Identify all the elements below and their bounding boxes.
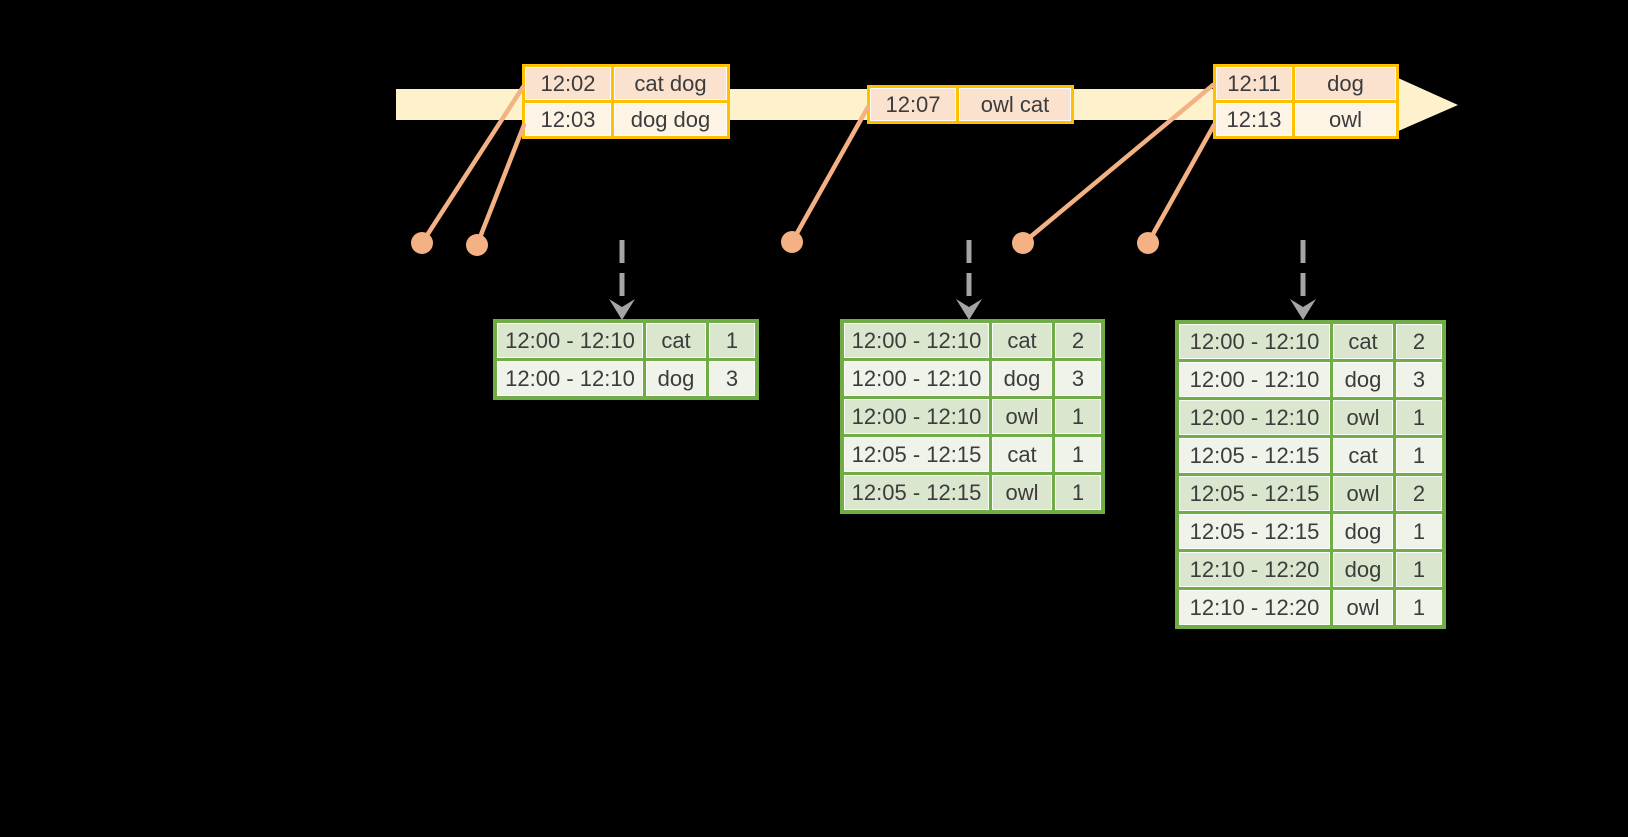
result-word-cell: dog [646, 361, 706, 396]
result-count-cell: 1 [1396, 590, 1442, 625]
event-dot-icon [1012, 232, 1034, 254]
result-count-cell: 1 [1396, 438, 1442, 473]
event-words-cell: dog [1295, 67, 1396, 100]
result-word-cell: dog [1333, 362, 1393, 397]
event-dot-icon [466, 234, 488, 256]
result-word-cell: owl [992, 399, 1052, 434]
result-window-cell: 12:10 - 12:20 [1179, 552, 1330, 587]
result-word-cell: owl [992, 475, 1052, 510]
result-table-3: 12:00 - 12:10 cat 2 12:00 - 12:10 dog 3 … [1175, 320, 1446, 629]
result-window-cell: 12:05 - 12:15 [844, 475, 989, 510]
result-word-cell: dog [1333, 552, 1393, 587]
result-word-cell: cat [992, 323, 1052, 358]
event-time-cell: 12:11 [1216, 67, 1292, 100]
result-word-cell: cat [992, 437, 1052, 472]
result-window-cell: 12:05 - 12:15 [1179, 476, 1330, 511]
event-table-3: 12:11 dog 12:13 owl [1213, 64, 1399, 139]
result-window-cell: 12:00 - 12:10 [497, 361, 643, 396]
result-word-cell: owl [1333, 476, 1393, 511]
result-count-cell: 2 [1055, 323, 1101, 358]
result-count-cell: 3 [1396, 362, 1442, 397]
result-table-1: 12:00 - 12:10 cat 1 12:00 - 12:10 dog 3 [493, 319, 759, 400]
result-window-cell: 12:10 - 12:20 [1179, 590, 1330, 625]
result-count-cell: 1 [1055, 475, 1101, 510]
result-count-cell: 2 [1396, 324, 1442, 359]
result-window-cell: 12:00 - 12:10 [844, 323, 989, 358]
event-dots [411, 231, 1159, 256]
result-count-cell: 1 [1396, 552, 1442, 587]
timeline-arrowhead-icon [1396, 77, 1458, 132]
result-count-cell: 1 [1396, 400, 1442, 435]
result-window-cell: 12:00 - 12:10 [1179, 324, 1330, 359]
trigger-arrow-shafts [619, 240, 1306, 301]
result-table-2: 12:00 - 12:10 cat 2 12:00 - 12:10 dog 3 … [840, 319, 1105, 514]
result-count-cell: 1 [1055, 437, 1101, 472]
result-window-cell: 12:05 - 12:15 [844, 437, 989, 472]
result-word-cell: owl [1333, 400, 1393, 435]
event-time-cell: 12:13 [1216, 103, 1292, 136]
event-words-cell: dog dog [614, 103, 727, 136]
result-count-cell: 2 [1396, 476, 1442, 511]
event-dot-icon [1137, 232, 1159, 254]
result-window-cell: 12:00 - 12:10 [1179, 362, 1330, 397]
result-word-cell: cat [646, 323, 706, 358]
trigger-arrowhead-icon [1290, 299, 1316, 320]
trigger-arrowhead-icon [609, 299, 635, 320]
event-table-1: 12:02 cat dog 12:03 dog dog [522, 64, 730, 139]
event-table-2: 12:07 owl cat [867, 85, 1074, 124]
event-words-cell: cat dog [614, 67, 727, 100]
event-words-cell: owl cat [959, 88, 1071, 121]
result-word-cell: cat [1333, 438, 1393, 473]
connector-line [474, 122, 527, 248]
result-window-cell: 12:00 - 12:10 [844, 399, 989, 434]
result-count-cell: 3 [1055, 361, 1101, 396]
result-window-cell: 12:05 - 12:15 [1179, 438, 1330, 473]
event-words-cell: owl [1295, 103, 1396, 136]
result-count-cell: 3 [709, 361, 755, 396]
event-time-cell: 12:07 [870, 88, 956, 121]
event-dot-icon [411, 232, 433, 254]
event-time-cell: 12:02 [525, 67, 611, 100]
result-count-cell: 1 [1396, 514, 1442, 549]
trigger-arrowhead-icon [956, 299, 982, 320]
result-window-cell: 12:05 - 12:15 [1179, 514, 1330, 549]
result-word-cell: dog [1333, 514, 1393, 549]
trigger-arrow-heads [609, 299, 1316, 320]
connector-line [1145, 122, 1217, 246]
result-count-cell: 1 [709, 323, 755, 358]
result-word-cell: cat [1333, 324, 1393, 359]
result-word-cell: dog [992, 361, 1052, 396]
result-window-cell: 12:00 - 12:10 [497, 323, 643, 358]
result-count-cell: 1 [1055, 399, 1101, 434]
result-word-cell: owl [1333, 590, 1393, 625]
result-window-cell: 12:00 - 12:10 [844, 361, 989, 396]
result-window-cell: 12:00 - 12:10 [1179, 400, 1330, 435]
event-dot-icon [781, 231, 803, 253]
event-time-cell: 12:03 [525, 103, 611, 136]
connector-line [789, 104, 871, 245]
